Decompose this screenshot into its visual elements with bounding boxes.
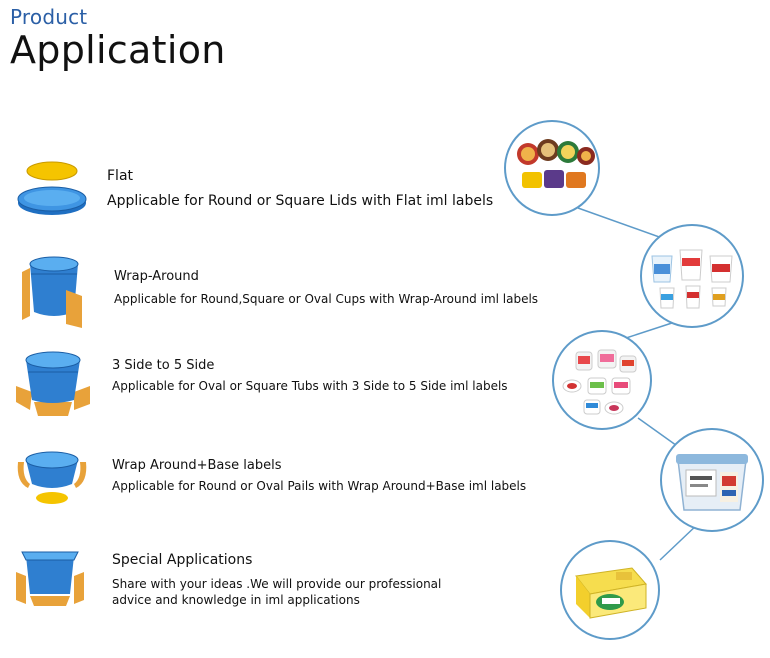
item-desc-wrap-base: Applicable for Round or Oval Pails with …: [112, 479, 527, 493]
item-desc-wrap-around: Applicable for Round,Square or Oval Cups…: [114, 292, 539, 306]
side-tub-icon: [16, 351, 90, 416]
item-title-special: Special Applications: [112, 552, 253, 568]
item-title-wrap-base: Wrap Around+Base labels: [112, 458, 282, 473]
item-desc-special: Share with your ideas .We will provide o…: [112, 577, 442, 607]
item-desc-flat: Applicable for Round or Square Lids with…: [107, 193, 494, 209]
product-photo-cups: [640, 224, 744, 328]
item-title-3-to-5-side: 3 Side to 5 Side: [112, 358, 215, 373]
product-photo-square-container: [560, 540, 660, 640]
product-photo-tubs: [552, 330, 652, 430]
square-container-icon: [16, 551, 84, 606]
page-title: Application: [10, 28, 226, 72]
pail-base-icon: [17, 451, 87, 504]
product-photo-flat-lids: [504, 120, 600, 216]
item-desc-3-to-5-side: Applicable for Oval or Square Tubs with …: [112, 379, 508, 393]
header-subtitle: Product: [10, 5, 88, 29]
flat-lid-icon: [17, 161, 87, 215]
item-title-flat: Flat: [107, 168, 134, 184]
product-photo-pail: [660, 428, 764, 532]
item-title-wrap-around: Wrap-Around: [114, 269, 199, 284]
wrap-around-cup-icon: [22, 256, 82, 328]
